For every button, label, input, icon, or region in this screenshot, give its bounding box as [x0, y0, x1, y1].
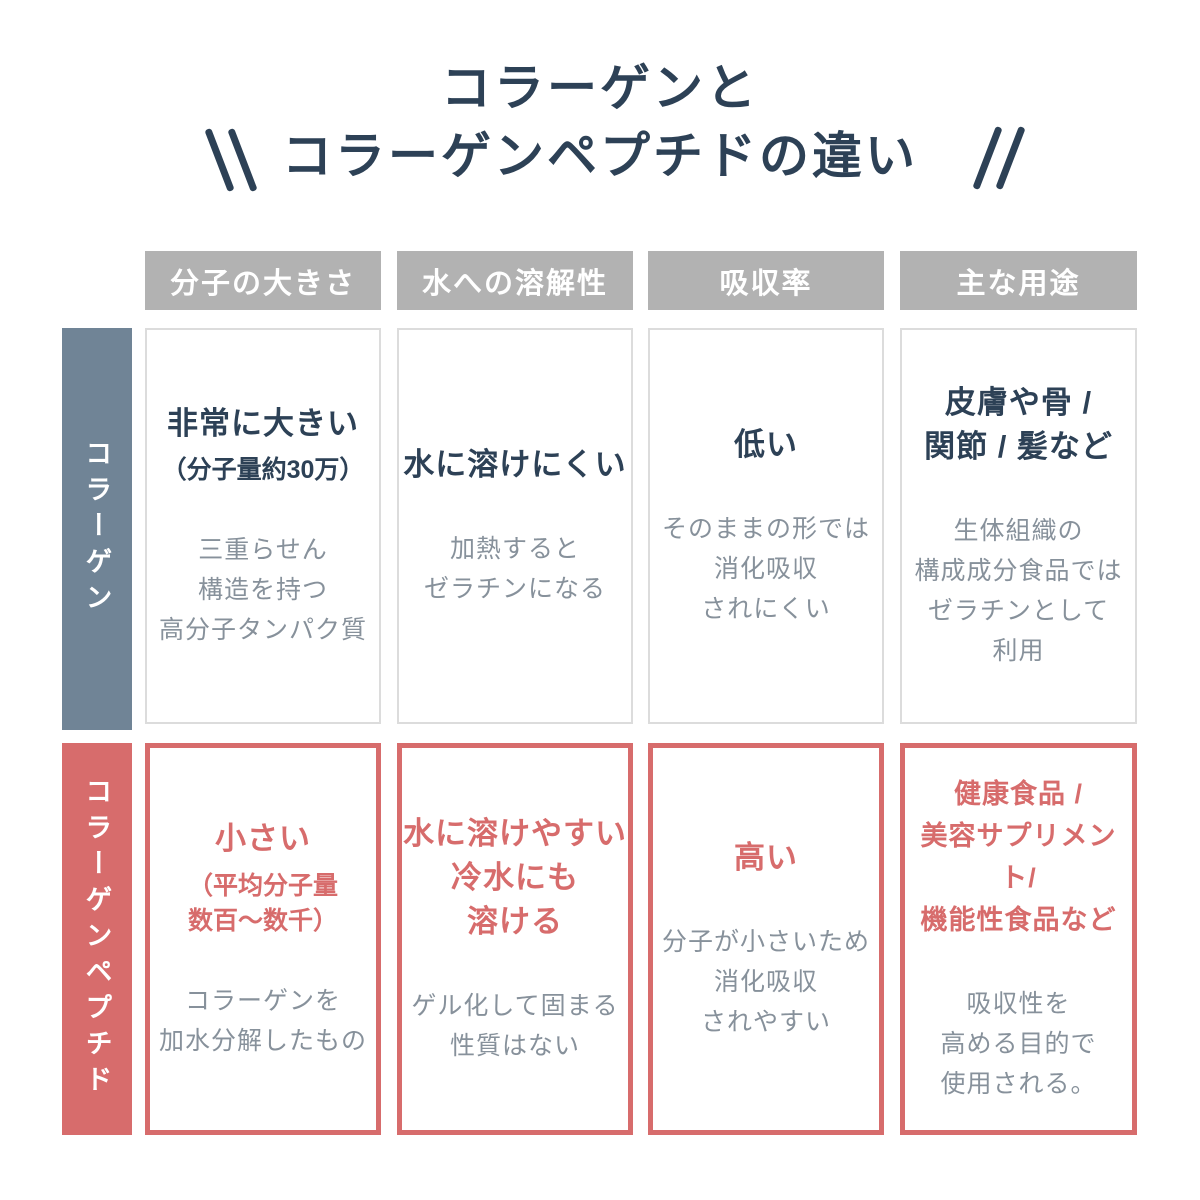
cell-body: 生体組織の 構成成分食品では ゼラチンとして 利用: [914, 517, 1123, 666]
cell-body: 三重らせん 構造を持つ 高分子タンパク質: [158, 536, 367, 644]
cell-body: 吸収性を 高める目的で 使用される。: [940, 989, 1097, 1098]
cell-body: コラーゲンを 加水分解したもの: [158, 986, 367, 1055]
left-backslash-decoration-icon: [204, 127, 258, 193]
cell-peptide-molecule-size: 小さい （平均分子量 数百〜数千） コラーゲンを 加水分解したもの: [145, 743, 381, 1135]
cell-title: 低い: [734, 426, 798, 462]
column-header-absorption-rate: 吸収率: [648, 251, 884, 310]
column-header-molecule-size: 分子の大きさ: [145, 251, 381, 310]
page-title-line1: コラーゲンと: [441, 60, 759, 116]
row-header-collagen-label: コラーゲン: [81, 439, 112, 619]
cell-title: 健康食品 / 美容サプリメント/ 機能性食品など: [920, 779, 1117, 935]
cell-body: 加熱すると ゼラチンになる: [423, 535, 606, 603]
cell-peptide-absorption-rate: 高い 分子が小さいため 消化吸収 されやすい: [648, 743, 884, 1135]
cell-subtitle: （分子量約30万）: [161, 456, 365, 484]
cell-subtitle: （平均分子量 数百〜数千）: [187, 871, 338, 935]
cell-title: 高い: [734, 839, 798, 875]
cell-collagen-absorption-rate: 低い そのままの形では 消化吸収 されにくい: [648, 328, 884, 724]
cell-title: 皮膚や骨 / 関節 / 髪など: [924, 384, 1113, 464]
cell-peptide-water-solubility: 水に溶けやすい 冷水にも 溶ける ゲル化して固まる 性質はない: [397, 743, 633, 1135]
column-header-main-uses: 主な用途: [900, 251, 1137, 310]
right-slash-decoration-icon: [972, 125, 1026, 191]
row-header-collagen-peptide-label: コラーゲンペプチド: [81, 777, 112, 1101]
page-title: コラーゲンとコラーゲンペプチドの違い: [0, 54, 1200, 190]
cell-collagen-water-solubility: 水に溶けにくい 加熱すると ゼラチンになる: [397, 328, 633, 724]
cell-title: 非常に大きい: [167, 405, 359, 441]
row-header-collagen-peptide: コラーゲンペプチド: [62, 743, 132, 1135]
cell-body: 分子が小さいため 消化吸収 されやすい: [661, 928, 870, 1036]
cell-title: 水に溶けやすい 冷水にも 溶ける: [403, 815, 627, 939]
page-title-line2: コラーゲンペプチドの違い: [282, 128, 918, 184]
cell-collagen-molecule-size: 非常に大きい （分子量約30万） 三重らせん 構造を持つ 高分子タンパク質: [145, 328, 381, 724]
column-header-water-solubility: 水への溶解性: [397, 251, 633, 310]
cell-body: ゲル化して固まる 性質はない: [411, 992, 619, 1061]
cell-collagen-main-uses: 皮膚や骨 / 関節 / 髪など 生体組織の 構成成分食品では ゼラチンとして 利…: [900, 328, 1137, 724]
cell-peptide-main-uses: 健康食品 / 美容サプリメント/ 機能性食品など 吸収性を 高める目的で 使用さ…: [900, 743, 1137, 1135]
cell-body: そのままの形では 消化吸収 されにくい: [661, 515, 870, 623]
cell-title: 小さい: [215, 821, 311, 857]
cell-title: 水に溶けにくい: [403, 446, 627, 482]
row-header-collagen: コラーゲン: [62, 328, 132, 730]
